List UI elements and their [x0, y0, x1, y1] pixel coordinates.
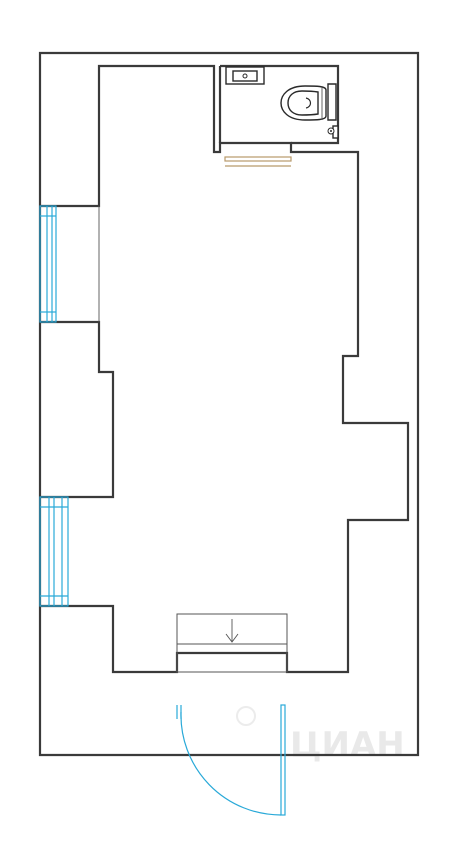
main-room-outline	[40, 64, 410, 674]
door-swing-arc	[180, 711, 282, 816]
toilet-paper-icon	[327, 125, 339, 139]
entrance-stairs	[176, 613, 288, 673]
watermark: ЦИАН	[236, 706, 405, 765]
window-upper-left	[39, 205, 57, 323]
left-wall-column	[40, 320, 115, 499]
arrow-down-icon	[225, 633, 239, 643]
shelf-icon	[224, 156, 292, 167]
toilet-icon	[280, 83, 337, 121]
outer-walls	[38, 51, 420, 757]
sink-icon	[225, 66, 265, 85]
bathroom	[218, 64, 340, 145]
bathroom-walls	[218, 64, 340, 145]
entrance-door	[176, 704, 286, 816]
watermark-text: ЦИАН	[290, 725, 405, 765]
window-lower-left	[39, 496, 69, 607]
